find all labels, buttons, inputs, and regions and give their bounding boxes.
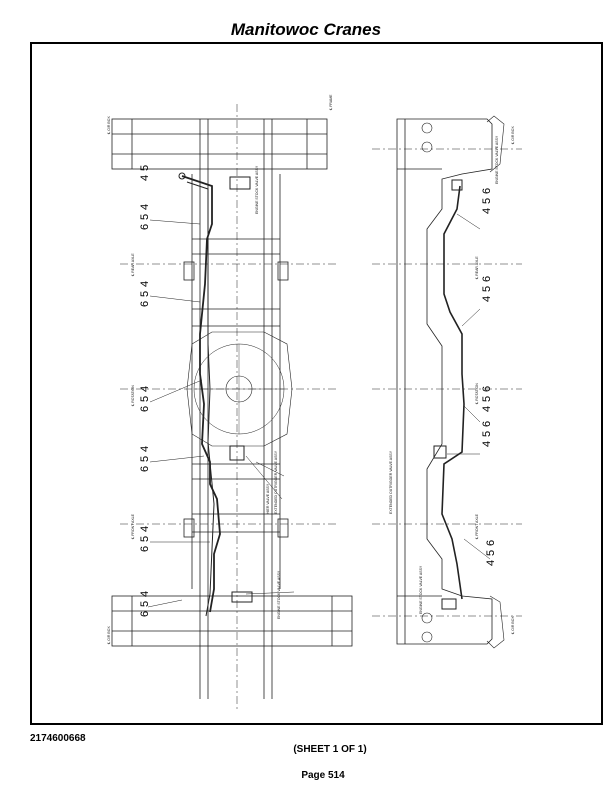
left-callout-5-digit-3: 4 bbox=[139, 446, 151, 452]
right-callout-5-digit-2: 5 bbox=[485, 550, 497, 556]
left-callout-4-digit-2: 5 bbox=[139, 396, 151, 402]
left-callout-1-digit-2: 5 bbox=[139, 165, 151, 171]
left-callout-3-digit-3: 4 bbox=[139, 281, 151, 287]
left-callout-2-digit-1: 6 bbox=[139, 224, 151, 230]
left-callout-6-digit-1: 6 bbox=[139, 546, 151, 552]
right-callout-3-digit-1: 4 bbox=[481, 406, 493, 412]
right-callout-4-digit-2: 5 bbox=[481, 431, 493, 437]
left-callouts: 4 5 6 5 4 6 5 4 6 5 4 6 5 4 6 5 4 6 5 4 bbox=[139, 165, 151, 617]
left-callout-3-digit-1: 6 bbox=[139, 301, 151, 307]
left-callout-7-digit-1: 6 bbox=[139, 611, 151, 617]
left-callout-6-digit-2: 5 bbox=[139, 536, 151, 542]
otr-box-label-rear-right: ℄ O/R BOX bbox=[511, 126, 515, 145]
rotation-label-right: ℄ ROTATION bbox=[475, 383, 479, 405]
left-callout-1-digit-1: 4 bbox=[139, 175, 151, 181]
hier-valve-label: HIER VALVE ASSY bbox=[266, 483, 270, 514]
otr-box-label-front-left: ℄ O/R BOX bbox=[107, 626, 111, 645]
left-callout-5-digit-2: 5 bbox=[139, 456, 151, 462]
right-callout-2-digit-1: 4 bbox=[481, 296, 493, 302]
right-callout-3-digit-2: 5 bbox=[481, 396, 493, 402]
right-callout-4-digit-1: 4 bbox=[481, 441, 493, 447]
left-callout-5-digit-1: 6 bbox=[139, 466, 151, 472]
otr-box-label-front-right: ℄ O/R BOX bbox=[511, 616, 515, 635]
right-callout-2-digit-3: 6 bbox=[481, 276, 493, 282]
left-callout-2-digit-3: 4 bbox=[139, 204, 151, 210]
front-axle-label-right: ℄ FRONT AXLE bbox=[475, 513, 479, 540]
rear-axle-label-left: ℄ REAR AXLE bbox=[131, 253, 135, 277]
right-callout-1-digit-2: 5 bbox=[481, 198, 493, 204]
left-callout-3-digit-2: 5 bbox=[139, 291, 151, 297]
right-callout-5-digit-3: 6 bbox=[485, 540, 497, 546]
page-title: Manitowoc Cranes bbox=[230, 20, 382, 39]
document-number: 2174600668 bbox=[30, 733, 86, 744]
right-callout-1-digit-1: 4 bbox=[481, 208, 493, 214]
front-axle-label-left: ℄ FRONT AXLE bbox=[131, 513, 135, 540]
outrigger-valve-label: EXTENDED OUTRIGGER VALVE ASSY bbox=[274, 450, 278, 514]
right-callout-3-digit-3: 6 bbox=[481, 386, 493, 392]
page-number: Page 514 bbox=[301, 770, 345, 781]
left-callout-7-digit-2: 5 bbox=[139, 601, 151, 607]
left-callout-4-digit-1: 6 bbox=[139, 406, 151, 412]
engine-stock-valve-label-rear: ENGINE STOCK VALVE ASSY bbox=[255, 165, 259, 214]
outrigger-valve-label-right: EXTENDED OUTRIGGER VALVE ASSY bbox=[389, 450, 393, 514]
engine-stock-valve-label-right-front: ENGINE STOCK VALVE ASSY bbox=[419, 565, 423, 614]
engine-stock-valve-label-front: ENGINE STOCK VALVE ASSY bbox=[277, 570, 281, 619]
left-callout-7-digit-3: 4 bbox=[139, 591, 151, 597]
frame-centerline-label: ℄ FRAME bbox=[329, 94, 333, 111]
right-callouts: 4 5 6 4 5 6 4 5 6 4 5 6 4 5 6 bbox=[481, 188, 497, 566]
engine-stock-valve-label-right: ENGINE STOCK VALVE ASSY bbox=[495, 135, 499, 184]
chassis-schematic: ℄ O/R BOX ℄ O/R BOX ℄ FRAME ℄ REAR AXLE … bbox=[107, 94, 522, 709]
left-callout-2-digit-2: 5 bbox=[139, 214, 151, 220]
right-callout-1-digit-3: 6 bbox=[481, 188, 493, 194]
right-callout-5-digit-1: 4 bbox=[485, 560, 497, 566]
rear-axle-label-right: ℄ REAR AXLE bbox=[475, 256, 479, 280]
left-callout-4-digit-3: 4 bbox=[139, 386, 151, 392]
otr-box-label-rear-left: ℄ O/R BOX bbox=[107, 116, 111, 135]
sheet-label: (SHEET 1 OF 1) bbox=[293, 744, 367, 755]
right-callout-2-digit-2: 5 bbox=[481, 286, 493, 292]
right-callout-4-digit-3: 6 bbox=[481, 421, 493, 427]
drawing-frame: ℄ O/R BOX ℄ O/R BOX ℄ FRAME ℄ REAR AXLE … bbox=[30, 42, 603, 725]
rotation-label-left: ℄ ROTATION bbox=[131, 385, 135, 407]
left-callout-6-digit-3: 4 bbox=[139, 526, 151, 532]
